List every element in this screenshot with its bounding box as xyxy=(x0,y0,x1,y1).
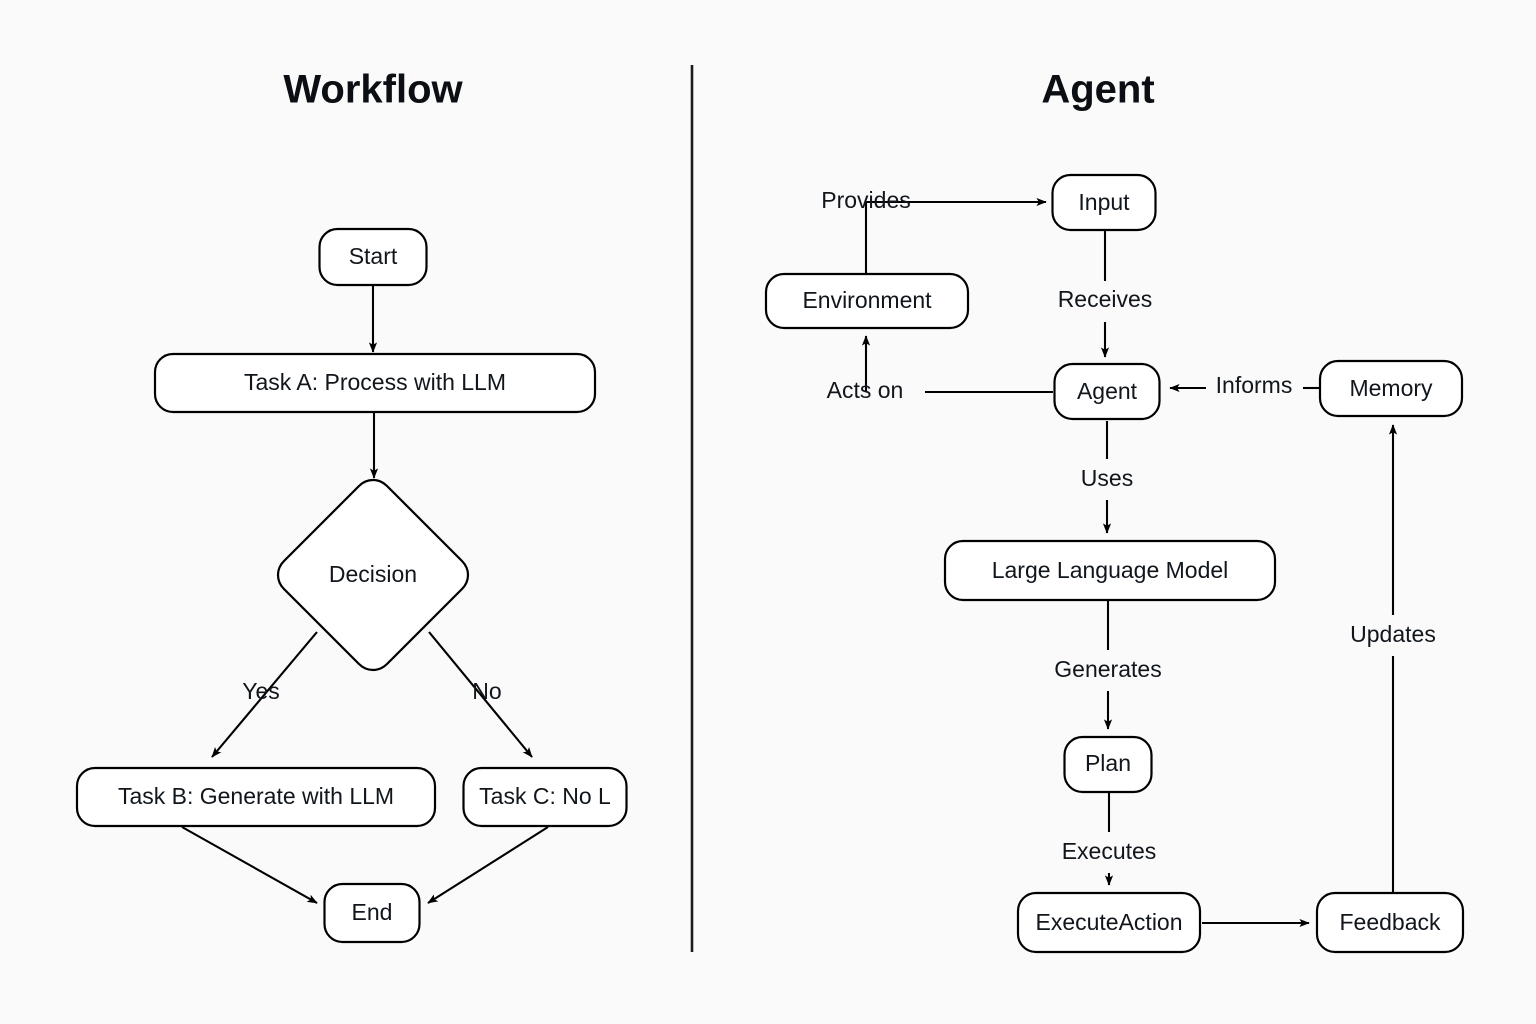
workflow-edges xyxy=(181,286,549,904)
node-feedback[interactable]: Feedback xyxy=(1315,891,1465,954)
edge-label-receives: Receives xyxy=(1058,286,1153,312)
node-task-c-label: Task C: No L xyxy=(479,783,611,809)
node-end[interactable]: End xyxy=(323,882,421,944)
node-end-shape xyxy=(323,882,421,944)
node-plan-shape xyxy=(1063,735,1153,794)
node-task-b[interactable]: Task B: Generate with LLM xyxy=(75,766,437,828)
node-start-label: Start xyxy=(349,243,398,269)
node-plan-label: Plan xyxy=(1085,750,1131,776)
node-task-c-shape xyxy=(462,766,628,828)
edge-label-updates: Updates xyxy=(1350,621,1436,647)
node-task-a-label: Task A: Process with LLM xyxy=(244,369,506,395)
node-input-shape xyxy=(1051,173,1157,232)
node-plan[interactable]: Plan xyxy=(1063,735,1153,794)
panel-title-workflow: Workflow xyxy=(283,68,463,112)
node-agent-label: Agent xyxy=(1077,378,1138,404)
node-environment-shape xyxy=(764,272,970,330)
edge-label-generates: Generates xyxy=(1054,656,1161,682)
edge-label-executes: Executes xyxy=(1062,838,1157,864)
node-agent-shape xyxy=(1053,362,1161,421)
node-environment-label: Environment xyxy=(802,287,932,313)
node-task-a[interactable]: Task A: Process with LLM xyxy=(153,352,597,414)
node-feedback-label: Feedback xyxy=(1339,909,1441,935)
node-end-label: End xyxy=(352,899,393,925)
node-large-language-model-label: Large Language Model xyxy=(992,557,1229,583)
node-task-b-label: Task B: Generate with LLM xyxy=(118,783,394,809)
node-executeaction-label: ExecuteAction xyxy=(1035,909,1182,935)
workflow-panel: Yes No Start Task A: Process with LLM De… xyxy=(75,227,628,944)
node-executeaction[interactable]: ExecuteAction xyxy=(1016,891,1202,954)
agent-panel: Provides Receives Acts on Informs Uses G… xyxy=(764,173,1465,954)
edge-label-uses: Uses xyxy=(1081,465,1133,491)
panel-title-agent: Agent xyxy=(1041,68,1154,112)
edge-label-provides: Provides xyxy=(821,187,910,213)
node-agent[interactable]: Agent xyxy=(1053,362,1161,421)
node-environment[interactable]: Environment xyxy=(764,272,970,330)
edge-taskC-to-end xyxy=(427,826,549,904)
node-input-label: Input xyxy=(1078,189,1130,215)
node-task-b-shape xyxy=(75,766,437,828)
agent-edges xyxy=(861,197,1398,928)
node-large-language-model[interactable]: Large Language Model xyxy=(943,539,1277,602)
edge-environment-to-input-stem xyxy=(864,200,925,274)
node-large-language-model-shape xyxy=(943,539,1277,602)
node-executeaction-shape xyxy=(1016,891,1202,954)
edge-label-no: No xyxy=(472,678,501,704)
edge-label-acts-on: Acts on xyxy=(827,377,904,403)
node-memory[interactable]: Memory xyxy=(1318,359,1464,418)
node-start-shape xyxy=(318,227,428,287)
edge-decision-to-taskC xyxy=(428,631,533,758)
node-task-c[interactable]: Task C: No L xyxy=(462,766,628,828)
node-decision[interactable]: Decision xyxy=(276,478,470,672)
node-input[interactable]: Input xyxy=(1051,173,1157,232)
node-memory-label: Memory xyxy=(1349,375,1433,401)
node-feedback-shape xyxy=(1315,891,1465,954)
node-memory-shape xyxy=(1318,359,1464,418)
node-decision-shape xyxy=(276,478,470,672)
node-task-a-shape xyxy=(153,352,597,414)
node-decision-label: Decision xyxy=(329,561,417,587)
edge-label-yes: Yes xyxy=(242,678,280,704)
edge-label-informs: Informs xyxy=(1216,372,1293,398)
edge-taskB-to-end xyxy=(181,826,318,904)
edge-decision-to-taskB xyxy=(211,631,318,758)
node-start[interactable]: Start xyxy=(318,227,428,287)
